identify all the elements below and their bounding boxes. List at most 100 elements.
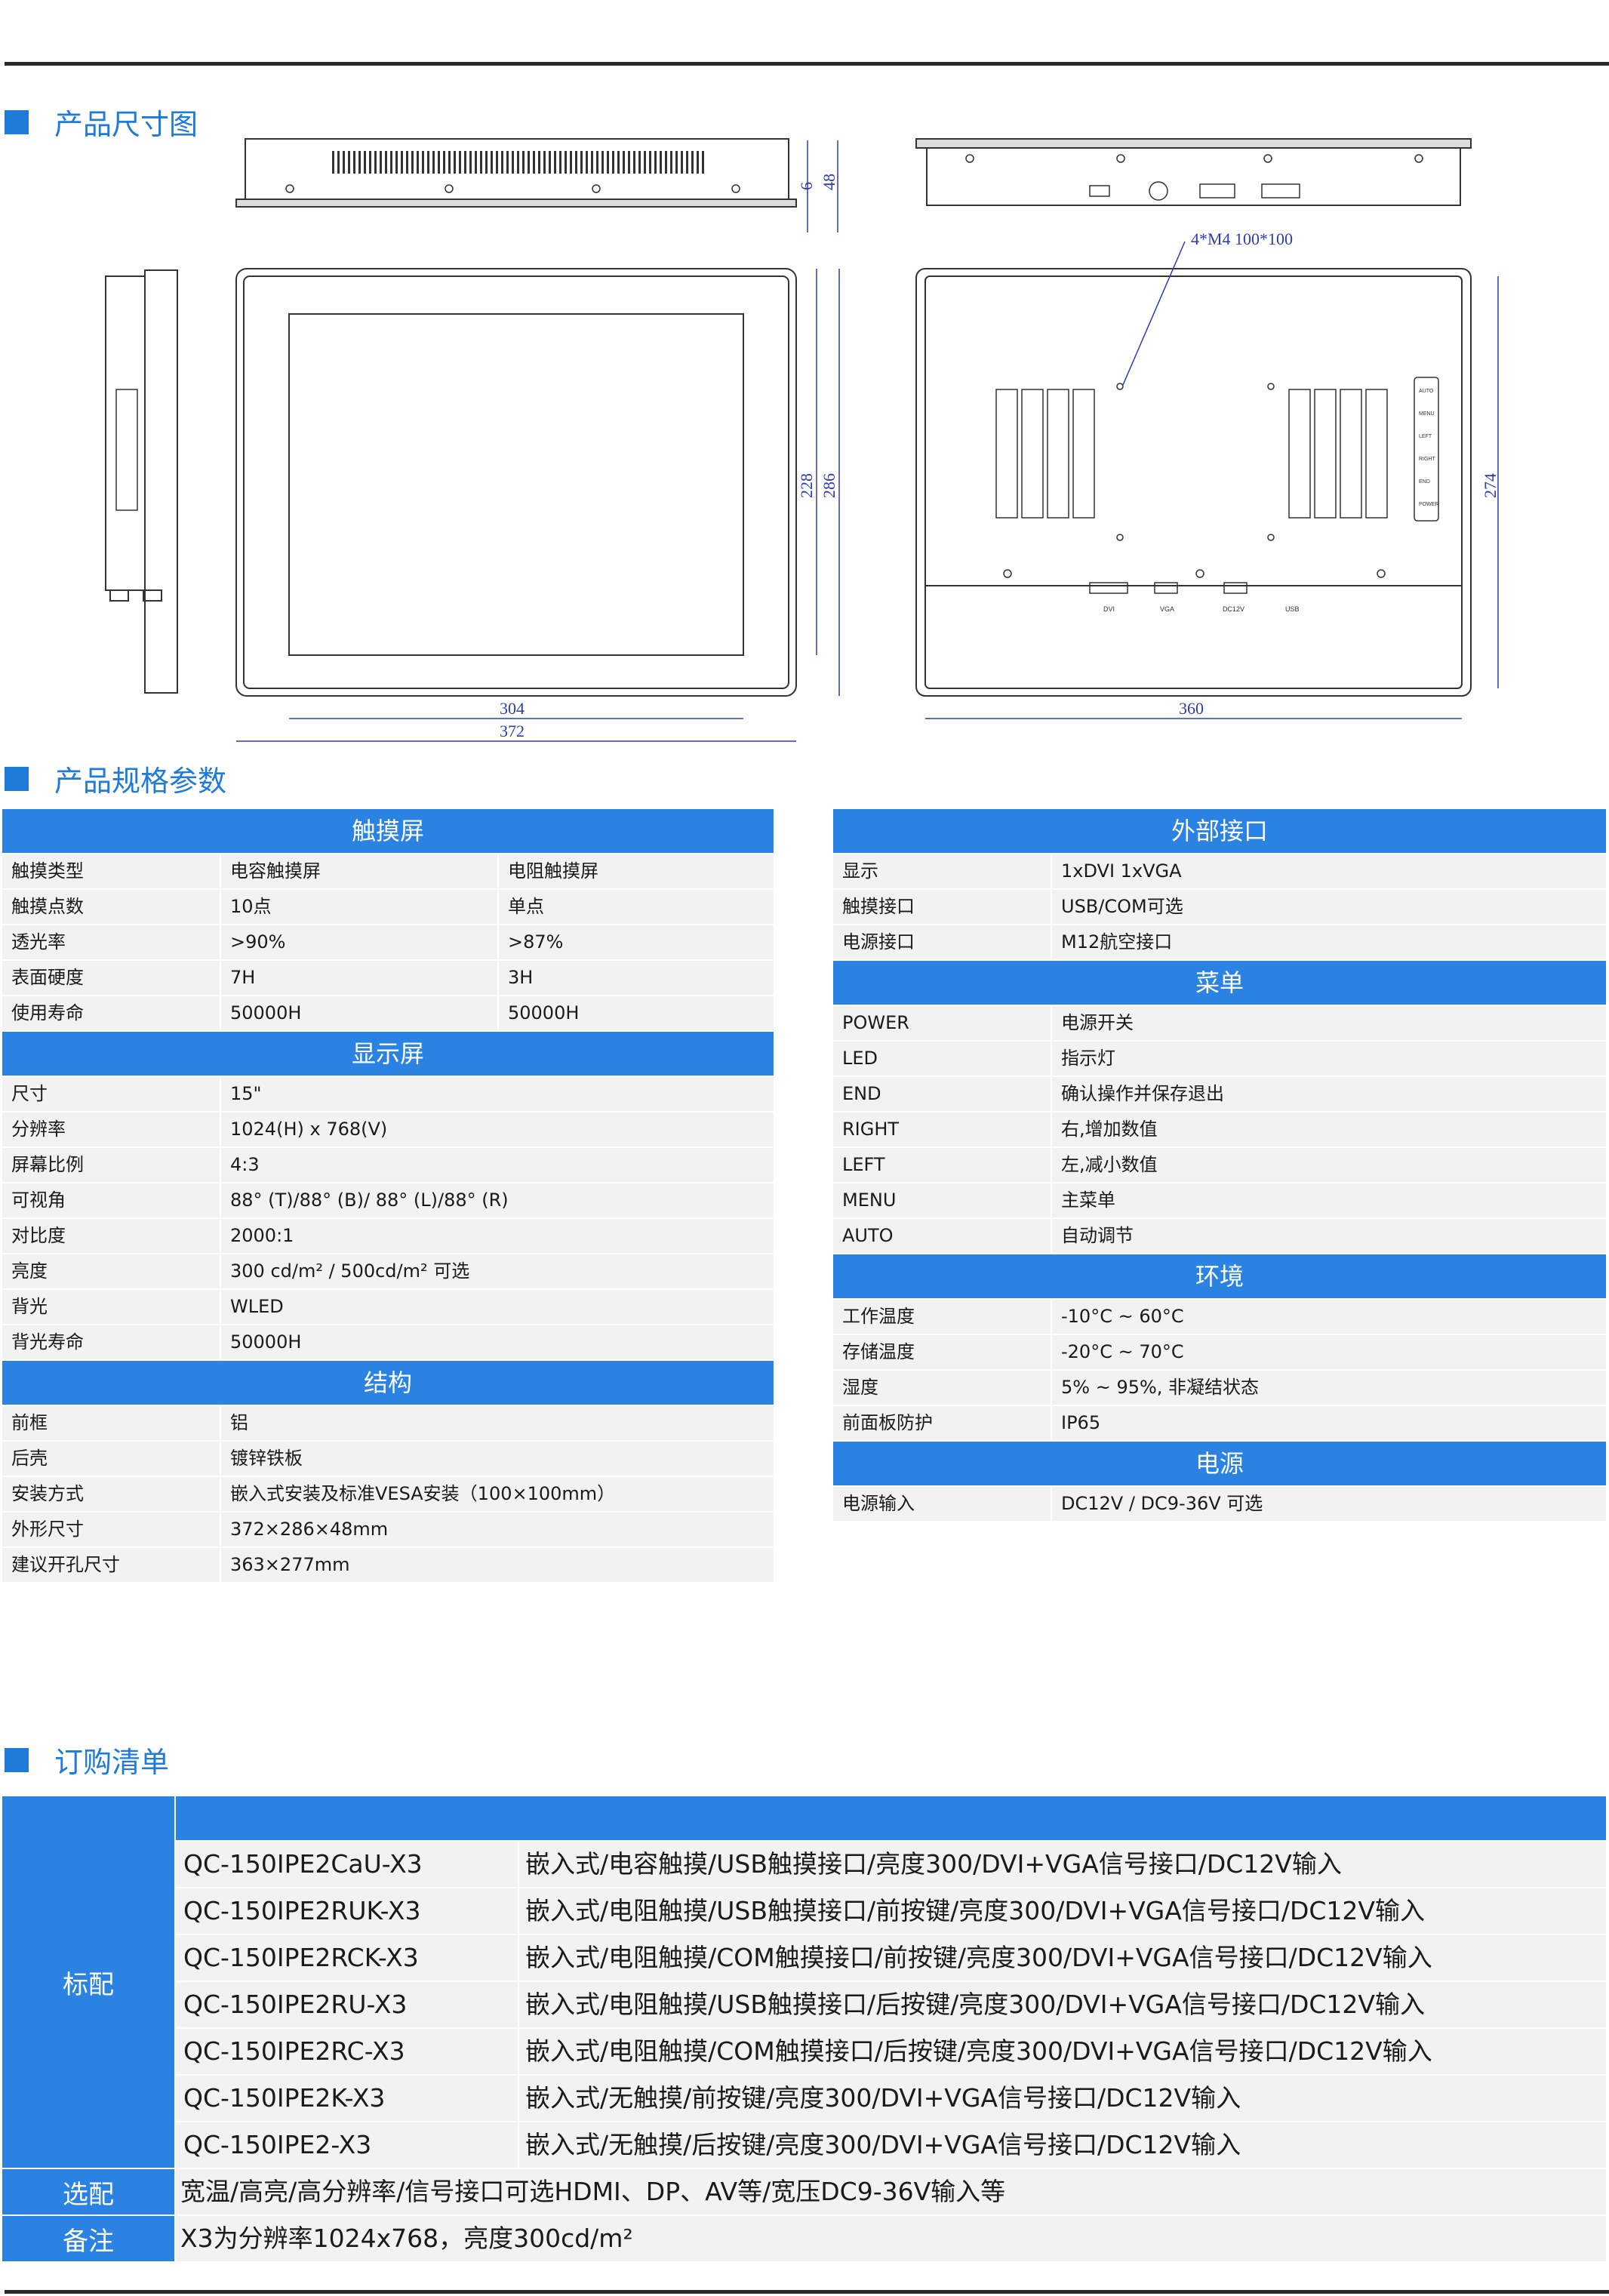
spec-key: 触摸点数: [2, 890, 220, 924]
spec-value: 电源开关: [1052, 1006, 1606, 1040]
standard-label: 标配: [2, 1796, 174, 2168]
spec-value: 右,增加数值: [1052, 1113, 1606, 1146]
section-title: 产品尺寸图: [54, 108, 198, 141]
spec-value: 50000H: [221, 996, 497, 1030]
port-dvi-label: DVI: [1103, 605, 1115, 613]
spec-key: 背光寿命: [2, 1325, 220, 1359]
spec-row: 存储温度-20°C ~ 70°C: [833, 1335, 1606, 1369]
spec-value: -10°C ~ 60°C: [1052, 1300, 1606, 1334]
spec-value: 指示灯: [1052, 1042, 1606, 1076]
spec-key: 显示: [833, 854, 1051, 888]
spec-value: 单点: [499, 890, 774, 924]
spec-value: 主菜单: [1052, 1183, 1606, 1217]
spec-key: 背光: [2, 1290, 220, 1324]
spec-value: IP65: [1052, 1406, 1606, 1440]
spec-key: 触摸类型: [2, 854, 220, 888]
section-specs: 产品规格参数: [5, 758, 226, 799]
note-label: 备注: [2, 2216, 174, 2261]
spec-value: 15": [221, 1077, 774, 1111]
rear-button-label: END: [1419, 479, 1430, 485]
spec-key: 后壳: [2, 1442, 220, 1476]
spec-row: 后壳镀锌铁板: [2, 1442, 774, 1476]
spec-key: LED: [833, 1042, 1051, 1076]
dim-274: 274: [1481, 473, 1500, 498]
spec-key: END: [833, 1077, 1051, 1111]
spec-value: 300 cd/m² / 500cd/m² 可选: [221, 1254, 774, 1288]
spec-key: 外形尺寸: [2, 1513, 220, 1547]
spec-key: 建议开孔尺寸: [2, 1548, 220, 1582]
spec-key: LEFT: [833, 1148, 1051, 1182]
spec-value: 镀锌铁板: [221, 1442, 774, 1476]
spec-value: 7H: [221, 961, 497, 995]
section-dimensions: 产品尺寸图: [5, 101, 198, 143]
model-desc: 嵌入式/无触摸/后按键/亮度300/DVI+VGA信号接口/DC12V输入: [519, 2122, 1606, 2168]
top-rule: [5, 62, 1609, 66]
spec-row: 工作温度-10°C ~ 60°C: [833, 1300, 1606, 1334]
spec-value: -20°C ~ 70°C: [1052, 1335, 1606, 1369]
mount-label: 4*M4 100*100: [1191, 229, 1293, 248]
group-header: 电源: [833, 1442, 1606, 1485]
spec-value: 电容触摸屏: [221, 854, 497, 888]
spec-key: POWER: [833, 1006, 1051, 1040]
spec-value: 2000:1: [221, 1219, 774, 1253]
spec-key: 透光率: [2, 925, 220, 959]
spec-key: 屏幕比例: [2, 1148, 220, 1182]
spec-key: 安装方式: [2, 1477, 220, 1511]
group-header: 触摸屏: [2, 809, 774, 853]
spec-key: 分辨率: [2, 1113, 220, 1146]
rear-button-label: RIGHT: [1419, 457, 1436, 462]
spec-value: M12航空接口: [1052, 925, 1606, 959]
group-header: 外部接口: [833, 809, 1606, 853]
spec-value: 88° (T)/88° (B)/ 88° (L)/88° (R): [221, 1183, 774, 1217]
model-desc: 嵌入式/电容触摸/USB触摸接口/亮度300/DVI+VGA信号接口/DC12V…: [519, 1842, 1606, 1887]
group-header: 显示屏: [2, 1032, 774, 1076]
spec-value: 铝: [221, 1406, 774, 1440]
dim-6: 6: [797, 182, 816, 190]
spec-key: 工作温度: [833, 1300, 1051, 1334]
port-dc-label: DC12V: [1223, 605, 1244, 613]
rear-button-label: MENU: [1419, 411, 1435, 417]
model-code: QC-150IPE2RCK-X3: [176, 1935, 518, 1981]
model-code: QC-150IPE2CaU-X3: [176, 1842, 518, 1887]
note-group: 备注 X3为分辨率1024x768，亮度300cd/m²: [2, 2216, 1606, 2261]
dim-304: 304: [500, 699, 525, 718]
spec-key: 存储温度: [833, 1335, 1051, 1369]
group-header: 菜单: [833, 961, 1606, 1005]
spec-value: 嵌入式安装及标准VESA安装（100×100mm）: [221, 1477, 774, 1511]
spec-value: DC12V / DC9-36V 可选: [1052, 1487, 1606, 1521]
dim-286: 286: [820, 473, 838, 498]
spec-value: >90%: [221, 925, 497, 959]
model-desc: 嵌入式/电阻触摸/USB触摸接口/后按键/亮度300/DVI+VGA信号接口/D…: [519, 1982, 1606, 2027]
spec-value: 10点: [221, 890, 497, 924]
dim-48: 48: [820, 174, 838, 190]
spec-key: 可视角: [2, 1183, 220, 1217]
model-code: QC-150IPE2RU-X3: [176, 1982, 518, 2027]
spec-value: USB/COM可选: [1052, 890, 1606, 924]
rear-button-label: LEFT: [1419, 434, 1432, 439]
spec-value: 372×286×48mm: [221, 1513, 774, 1547]
spec-row: 前框铝: [2, 1406, 774, 1440]
model-code: QC-150IPE2-X3: [176, 2122, 518, 2168]
